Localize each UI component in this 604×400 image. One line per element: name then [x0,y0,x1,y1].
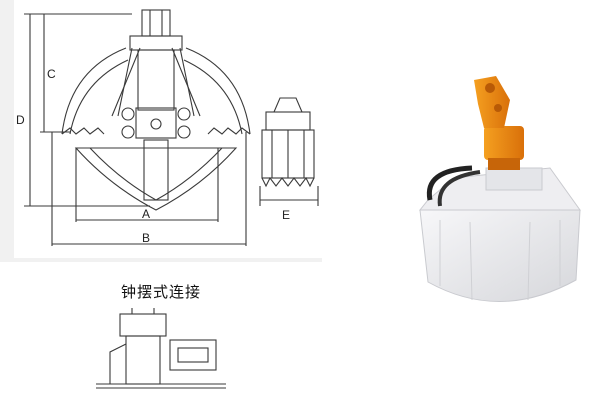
dimension-label-b: B [142,231,150,245]
connection-type-caption: 钟摆式连接 [120,283,201,301]
connection-drawing-area [0,262,322,400]
pendulum-connection-drawing [96,308,226,389]
dimension-drawing-area [14,0,322,258]
grab-front-view-drawing: C D A B E [16,9,319,246]
dimension-label-a: A [142,207,150,221]
dimension-label-c: C [47,67,56,81]
dimension-label-d: D [16,113,25,127]
orange-rotator-grab-photo [418,76,581,302]
dimension-label-e: E [282,208,290,222]
